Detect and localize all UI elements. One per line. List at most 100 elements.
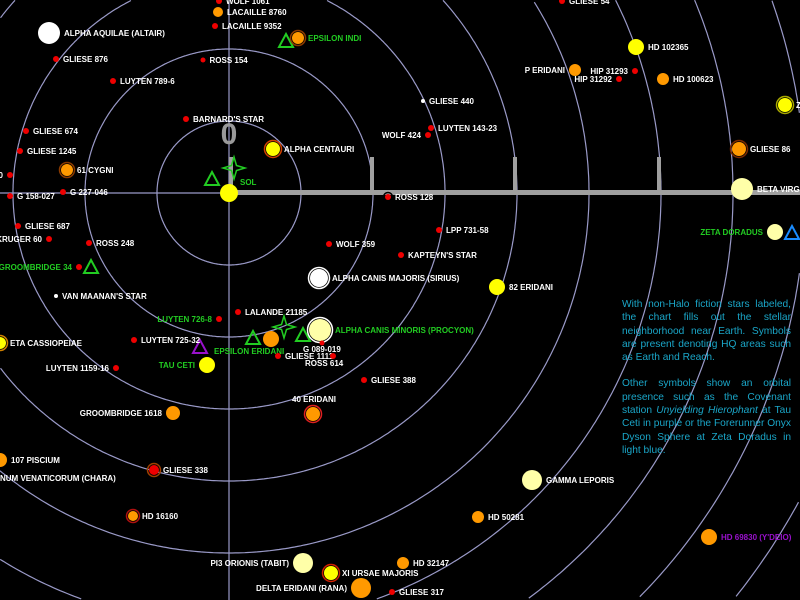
star-marker bbox=[522, 470, 542, 490]
star[interactable]: ALPHA CANIS MINORIS (PROCYON) bbox=[306, 316, 475, 344]
star-label: ALPHA CENTAURI bbox=[284, 145, 354, 154]
star[interactable]: ROSS 128 bbox=[382, 191, 434, 203]
star[interactable]: EPSILON ERIDANI bbox=[214, 331, 284, 356]
star-ring bbox=[321, 563, 341, 583]
star-label: GLIESE 54 bbox=[569, 0, 610, 6]
star[interactable]: ALPHA CANIS MAJORIS (SIRIUS) bbox=[307, 266, 460, 290]
star[interactable]: HD 32147 bbox=[397, 557, 450, 569]
star-marker bbox=[23, 128, 29, 134]
star[interactable]: KAPTEYN'S STAR bbox=[398, 251, 477, 260]
star[interactable]: P ERIDANI bbox=[525, 64, 581, 76]
star[interactable]: GLIESE 1111 bbox=[275, 352, 334, 361]
star[interactable]: WOLF 424 bbox=[382, 131, 431, 140]
star[interactable]: HD 50281 bbox=[472, 511, 525, 523]
star[interactable]: GLIESE 687 bbox=[15, 222, 70, 231]
forerunner-dyson-sphere-icon bbox=[783, 223, 800, 240]
star[interactable]: ALPHA AQUILAE (ALTAIR) bbox=[38, 22, 165, 44]
star[interactable]: LUYTEN 1159-16 bbox=[46, 364, 119, 373]
star[interactable]: ROSS 248 bbox=[86, 239, 135, 248]
star-label: ALPHA CANIS MINORIS (PROCYON) bbox=[335, 326, 474, 335]
star[interactable]: G 089-019 bbox=[303, 340, 341, 355]
star[interactable]: G 227-046 bbox=[60, 188, 108, 197]
star[interactable]: GAMMA LEPORIS bbox=[522, 470, 615, 490]
star[interactable]: ROSS 614 bbox=[305, 353, 344, 368]
star[interactable]: G 158-027 bbox=[7, 192, 55, 201]
star[interactable]: TAU CETI bbox=[159, 357, 215, 373]
star[interactable]: LPP 731-58 bbox=[436, 226, 489, 235]
star[interactable]: SOL bbox=[220, 178, 257, 202]
star[interactable]: HD 100623 bbox=[657, 73, 714, 85]
star[interactable]: WOLF 359 bbox=[326, 240, 376, 249]
star[interactable]: GLIESE 674 bbox=[23, 127, 78, 136]
star[interactable]: GLIESE 1245 bbox=[17, 147, 77, 156]
star[interactable]: DELTA ERIDANI (RANA) bbox=[256, 578, 371, 598]
star-marker bbox=[701, 529, 717, 545]
star[interactable]: KRUGER 60 bbox=[0, 235, 52, 244]
station-name: Unyielding Hierophant bbox=[656, 405, 758, 417]
star-marker bbox=[472, 511, 484, 523]
star[interactable]: WOLF 1061 bbox=[216, 0, 270, 6]
star[interactable]: LUYTEN 143-23 bbox=[428, 124, 498, 133]
star-label: LALANDE 21185 bbox=[245, 308, 308, 317]
star[interactable]: 61 CYGNI bbox=[58, 161, 114, 179]
star[interactable]: ALPHA CENTAURI bbox=[263, 139, 355, 159]
star[interactable]: LACAILLE 8760 bbox=[213, 7, 287, 17]
star-label: XI URSAE MAJORIS bbox=[342, 569, 419, 578]
star-marker bbox=[293, 553, 313, 573]
faction-symbols bbox=[82, 31, 800, 354]
star-label: ROSS 154 bbox=[210, 56, 249, 65]
star[interactable]: GLIESE 876 bbox=[53, 55, 108, 64]
star-label: HIP 31292 bbox=[574, 75, 612, 84]
star-marker bbox=[559, 0, 565, 4]
star[interactable]: LUYTEN 789-6 bbox=[110, 77, 175, 86]
star-label: HD 16160 bbox=[142, 512, 179, 521]
star[interactable]: VAN MAANAN'S STAR bbox=[54, 292, 147, 301]
star[interactable]: GROOMBRIDGE 34 bbox=[0, 263, 82, 272]
star-marker bbox=[632, 68, 638, 74]
star[interactable]: XI URSAE MAJORIS bbox=[321, 563, 420, 583]
star-marker bbox=[199, 357, 215, 373]
star[interactable]: ZETA DORADUS bbox=[700, 224, 783, 240]
star[interactable]: LALANDE 21185 bbox=[235, 308, 308, 317]
star[interactable]: HD 102365 bbox=[628, 39, 689, 55]
distance-ring bbox=[376, 193, 662, 600]
star[interactable]: 40 ERIDANI bbox=[292, 395, 336, 424]
star[interactable]: HIP 31293 bbox=[590, 67, 638, 76]
distance-ring bbox=[0, 193, 518, 482]
star-label: ALPHA AQUILAE (ALTAIR) bbox=[64, 29, 165, 38]
star[interactable]: GLIESE 338 bbox=[146, 462, 209, 478]
star[interactable]: BETA VIRGINIS bbox=[731, 178, 800, 200]
star[interactable]: LACAILLE 9352 bbox=[212, 22, 282, 31]
star-label: GROOMBRIDGE 1618 bbox=[80, 409, 163, 418]
star[interactable]: 82 ERIDANI bbox=[489, 279, 553, 295]
star[interactable]: BARNARD'S STAR bbox=[183, 115, 264, 124]
star-label: WOLF 1061 bbox=[226, 0, 270, 6]
star[interactable]: ROSS 154 bbox=[200, 56, 249, 65]
star[interactable]: PI3 ORIONIS (TABIT) bbox=[210, 553, 313, 573]
star[interactable]: 107 PISCIUM bbox=[0, 453, 60, 467]
star-label: 82 ERIDANI bbox=[509, 283, 553, 292]
star[interactable]: GLIESE 86 bbox=[729, 139, 792, 159]
star[interactable]: Z bbox=[775, 95, 800, 115]
star[interactable]: GLIESE 388 bbox=[361, 376, 416, 385]
star-label: 61 CYGNI bbox=[77, 166, 113, 175]
star-label: HIP 31293 bbox=[590, 67, 628, 76]
star[interactable]: NUM VENATICORUM (CHARA) bbox=[0, 474, 116, 483]
star[interactable]: EPSILON INDI bbox=[289, 29, 362, 47]
star[interactable]: GROOMBRIDGE 1618 bbox=[80, 406, 180, 420]
star[interactable]: GLIESE 440 bbox=[421, 97, 474, 106]
star-ring bbox=[58, 161, 76, 179]
star[interactable]: GLIESE 54 bbox=[559, 0, 610, 6]
star[interactable]: HD 16160 bbox=[125, 508, 179, 524]
star[interactable]: LUYTEN 725-32 bbox=[131, 336, 201, 345]
star[interactable]: 0 bbox=[0, 171, 13, 180]
star-label: ALPHA CANIS MAJORIS (SIRIUS) bbox=[332, 274, 460, 283]
star[interactable]: LUYTEN 726-8 bbox=[157, 315, 222, 324]
star[interactable]: HD 69830 (Y'DEIO) bbox=[701, 529, 792, 545]
star[interactable]: GLIESE 317 bbox=[389, 588, 444, 597]
star-label: GLIESE 1111 bbox=[285, 352, 334, 361]
star[interactable]: HIP 31292 bbox=[574, 75, 622, 84]
star-label: P ERIDANI bbox=[525, 66, 565, 75]
star[interactable]: ETA CASSIOPEIAE bbox=[0, 334, 83, 352]
hq-triangle-icon bbox=[277, 31, 295, 48]
